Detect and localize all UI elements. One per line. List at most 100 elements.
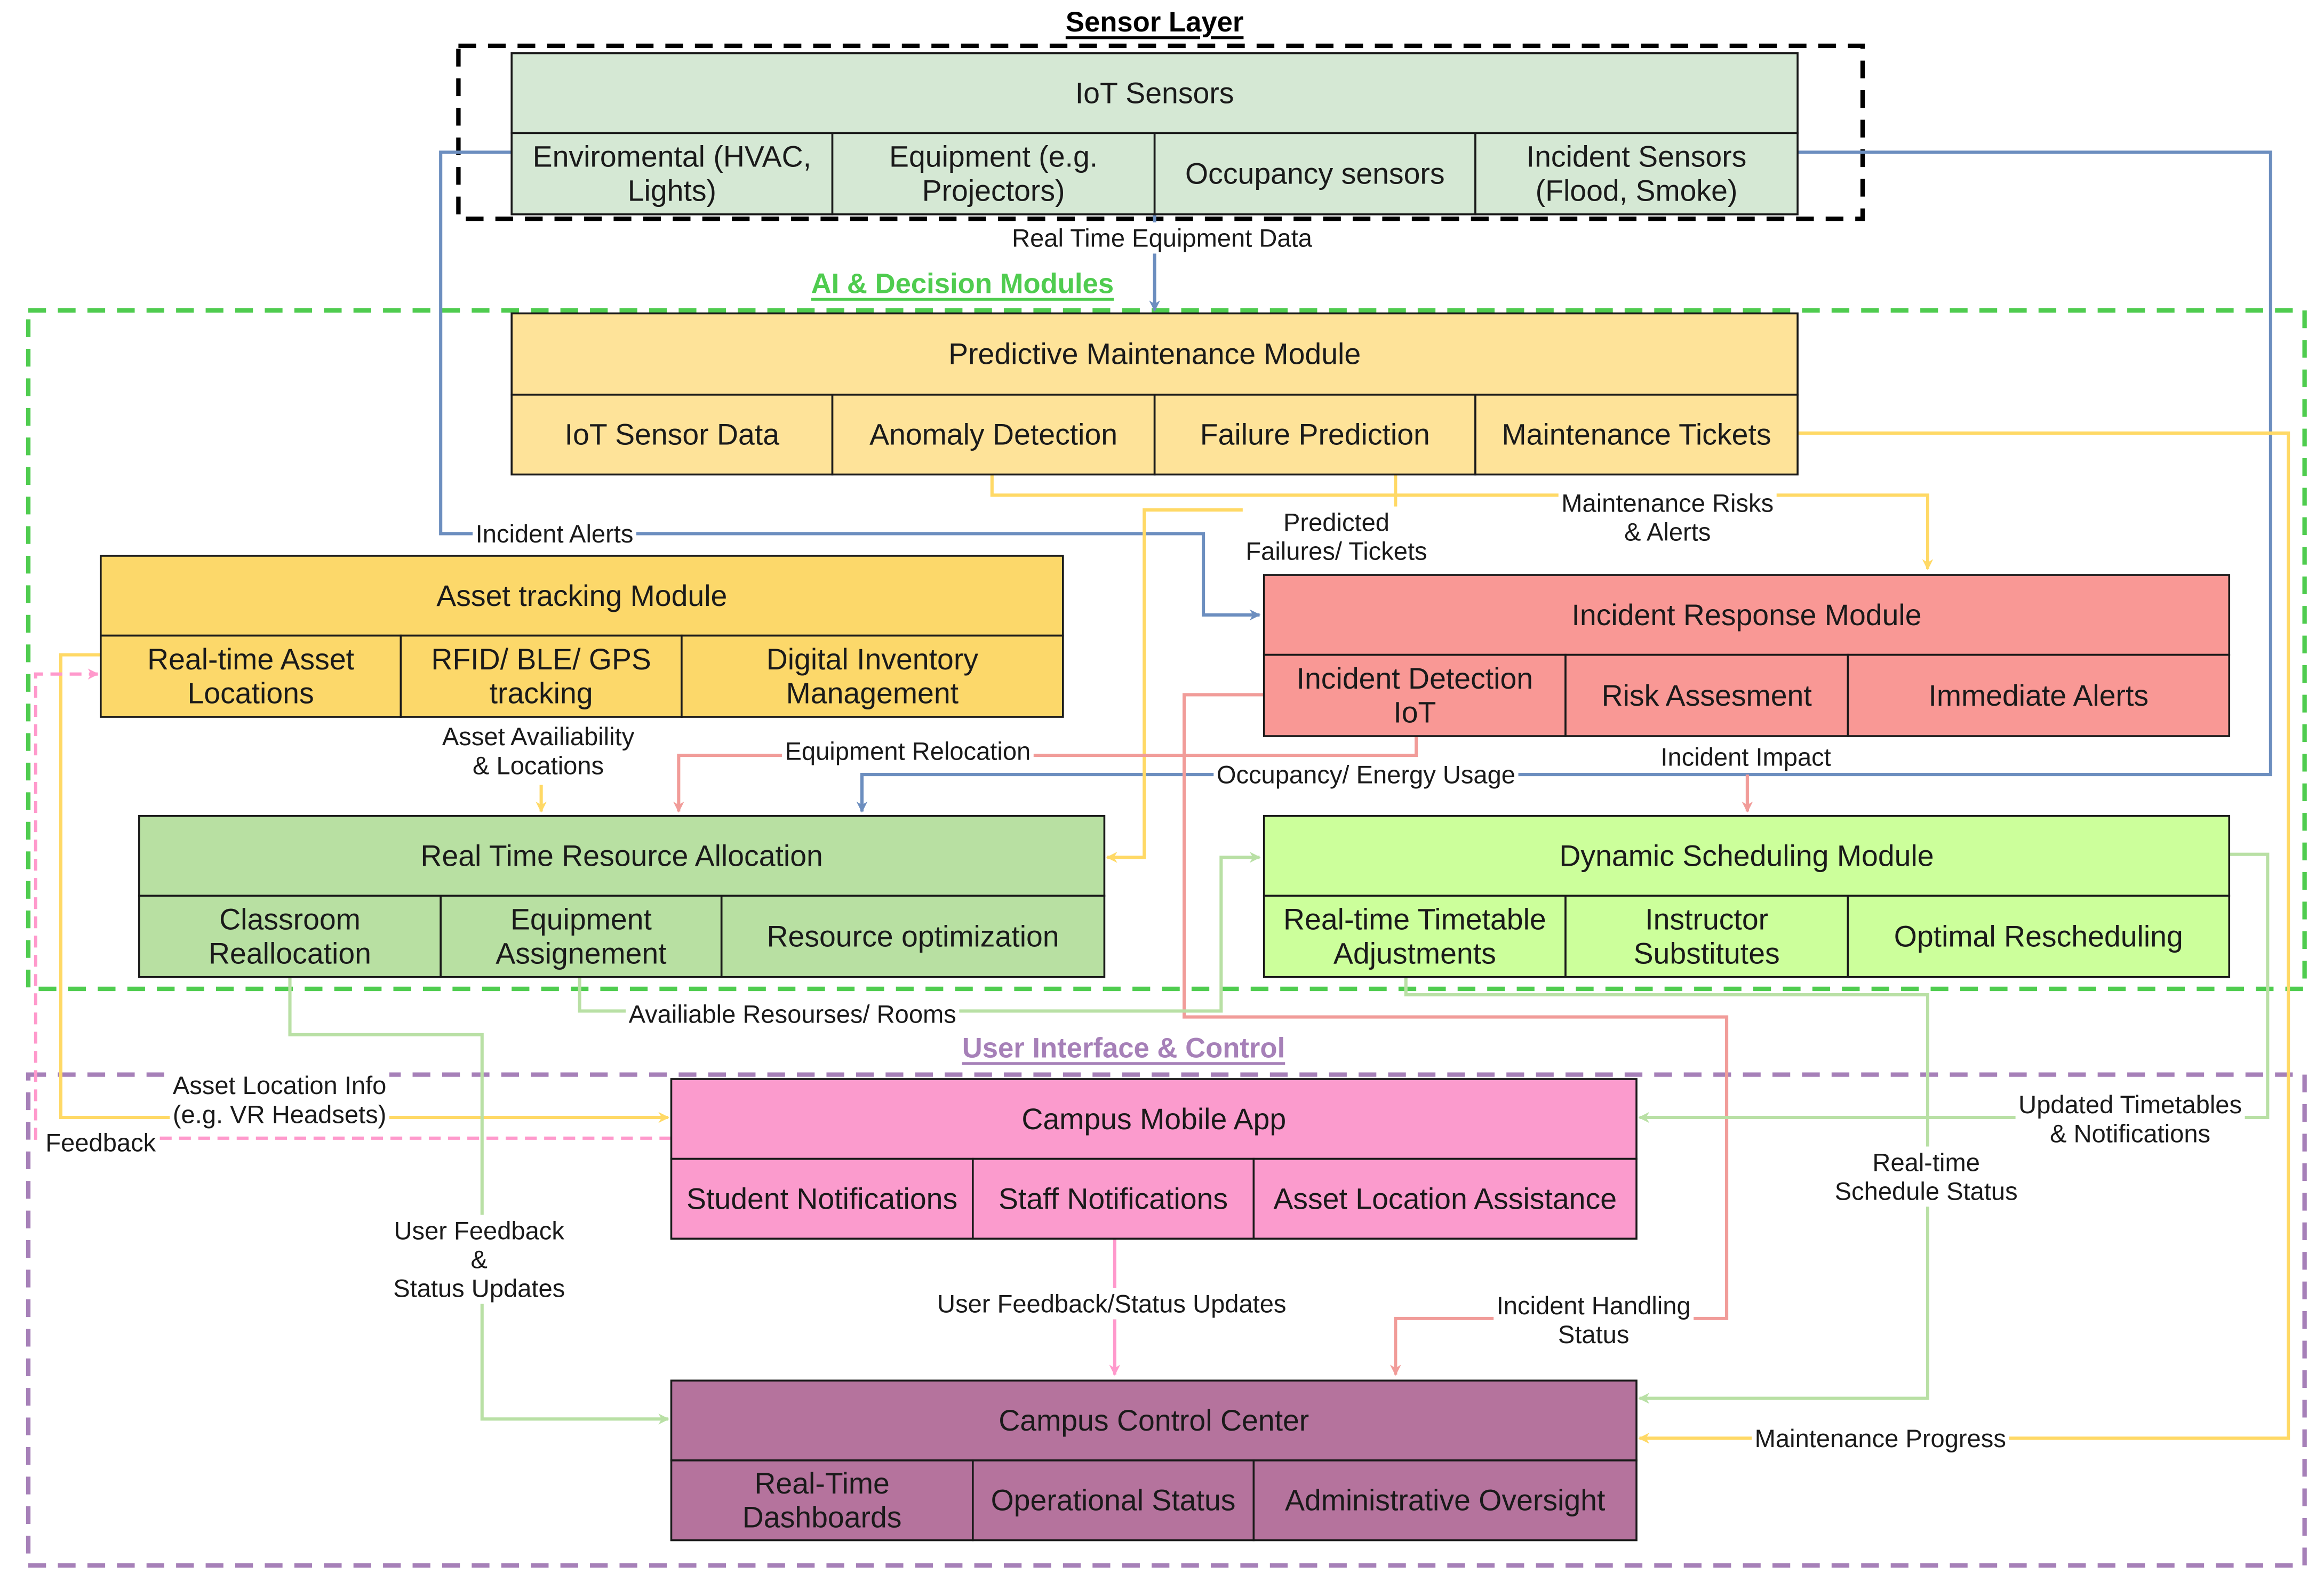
edge-predicted-failures: [1106, 473, 1397, 863]
edge-label-background: [781, 735, 1034, 767]
edge-label: Asset Availiability& Locations: [442, 722, 635, 779]
incident-response-module-cell-box: [1847, 653, 2231, 737]
iot-sensors-cell-label: Enviromental (HVAC,Lights): [533, 140, 811, 207]
edge-label: Incident Alerts: [476, 520, 634, 548]
iot-sensors-cell-label: Incident Sensors(Flood, Smoke): [1527, 140, 1747, 207]
campus-mobile-app-cell-label: Asset Location Assistance: [1273, 1182, 1617, 1215]
campus-mobile-app-cell-label: Staff Notifications: [999, 1182, 1228, 1215]
edge-equipment-relocation: [673, 734, 1418, 813]
incident-response-module-cell-box: [1564, 653, 1849, 737]
edge-real-time-schedule-status: [1404, 975, 1930, 1404]
campus-control-center-cell-box: [670, 1459, 974, 1542]
user-interface-group-title: User Interface & Control: [962, 1032, 1285, 1064]
edge-label: Occupancy/ Energy Usage: [1217, 761, 1515, 789]
iot-sensors-cell-box: [1474, 132, 1799, 215]
incident-response-module-cell-label: Risk Assesment: [1602, 679, 1812, 712]
real-time-resource-allocation-title: Real Time Resource Allocation: [420, 840, 823, 873]
edge-label: Updated Timetables& Notifications: [2018, 1090, 2242, 1147]
edge-label-background: [42, 1127, 159, 1159]
real-time-resource-allocation-header: [138, 815, 1106, 897]
predictive-maintenance-module-cell-box: [1474, 394, 1799, 476]
iot-sensors-cell-label: Occupancy sensors: [1185, 157, 1445, 190]
ai-decision-group-title: AI & Decision Modules: [811, 268, 1114, 300]
edge-updated-timetables: [1638, 852, 2270, 1123]
edge-environment-incident-alerts: [439, 150, 1261, 621]
edge-label-background: [1213, 758, 1519, 790]
edge-label: Maintenance Risks& Alerts: [1561, 489, 1774, 546]
iot-sensors-cell-box: [831, 132, 1156, 215]
edge-label: Real Time Equipment Data: [1012, 224, 1313, 252]
dynamic-scheduling-module-cell-label: Optimal Rescheduling: [1894, 920, 2183, 953]
edge-label-background: [473, 518, 637, 549]
dynamic-scheduling-module-title: Dynamic Scheduling Module: [1559, 840, 1934, 873]
iot-sensors-cell-box: [1153, 132, 1476, 215]
edge-label: Equipment Relocation: [785, 737, 1031, 765]
edge-label: Feedback: [45, 1129, 156, 1157]
campus-control-center-title: Campus Control Center: [999, 1404, 1309, 1437]
predictive-maintenance-module-title: Predictive Maintenance Module: [948, 338, 1361, 371]
predictive-maintenance-module-cell-box: [510, 394, 834, 476]
edge-available-resources: [578, 851, 1261, 1013]
edge-label-background: [1494, 1290, 1694, 1351]
predictive-maintenance-module-cell-label: IoT Sensor Data: [565, 418, 780, 451]
predictive-maintenance-module-cell-label: Anomaly Detection: [869, 418, 1117, 451]
edge-label-background: [934, 1288, 1290, 1320]
campus-mobile-app-header: [670, 1078, 1638, 1160]
predictive-maintenance-module-header: [510, 312, 1799, 396]
campus-control-center-cell-label: Operational Status: [991, 1484, 1236, 1517]
edge-label: Availiable Resourses/ Rooms: [629, 1000, 956, 1028]
edge-label-background: [1657, 741, 1834, 773]
iot-sensors-cell-box: [510, 132, 834, 215]
sensor-layer-group-title: Sensor Layer: [1066, 6, 1244, 38]
edge-label-background: [1242, 506, 1431, 567]
ai-decision-group-border: [26, 308, 2307, 992]
edge-incident-handling-status: [1183, 693, 1729, 1376]
real-time-resource-allocation-cell-label: Resource optimization: [766, 920, 1059, 953]
asset-tracking-module-cell-box: [681, 634, 1064, 718]
edge-label-background: [1558, 487, 1777, 548]
edge-label-background: [390, 1215, 568, 1304]
predictive-maintenance-module-cell-box: [831, 394, 1156, 476]
incident-response-module-cell-label: Immediate Alerts: [1928, 679, 2149, 712]
predictive-maintenance-module-cell-label: Failure Prediction: [1200, 418, 1430, 451]
campus-control-center-cell-box: [1252, 1459, 1638, 1542]
edge-label: Maintenance Progress: [1755, 1424, 2006, 1452]
campus-control-center-cell-label: Administrative Oversight: [1285, 1484, 1605, 1517]
campus-mobile-app-cell-label: Student Notifications: [686, 1182, 957, 1215]
edge-label-background: [170, 1069, 389, 1130]
edge-label-background: [1752, 1423, 2009, 1454]
edge-label: Asset Location Info(e.g. VR Headsets): [173, 1071, 387, 1128]
campus-mobile-app-cell-box: [971, 1157, 1255, 1240]
sensor-layer-group-border: [456, 43, 1865, 221]
incident-response-module-title: Incident Response Module: [1571, 598, 1921, 632]
asset-tracking-module-header: [100, 555, 1064, 637]
user-interface-group-border: [26, 1072, 2307, 1568]
incident-response-module-header: [1263, 574, 2231, 656]
edge-label-background: [626, 998, 960, 1030]
dynamic-scheduling-module-cell-box: [1847, 895, 2231, 978]
edge-maintenance-risks: [990, 473, 1934, 570]
asset-tracking-module-cell-box: [400, 634, 683, 718]
edge-label-background: [1009, 222, 1316, 254]
predictive-maintenance-module-cell-label: Maintenance Tickets: [1502, 418, 1771, 451]
asset-tracking-module-title: Asset tracking Module: [436, 579, 727, 612]
edge-label: Incident Impact: [1660, 742, 1831, 771]
edge-label-background: [1832, 1146, 2021, 1207]
campus-control-center-header: [670, 1379, 1638, 1462]
